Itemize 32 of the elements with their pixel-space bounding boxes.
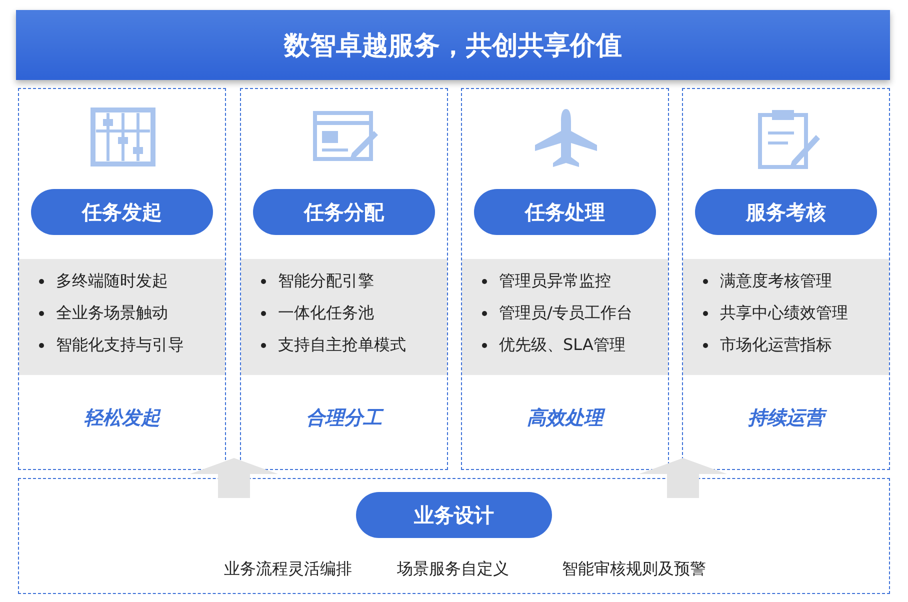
bullet-item: 市场化运营指标: [703, 335, 832, 356]
bullet-item: 智能化支持与引导: [39, 335, 184, 356]
column-panel: [682, 88, 890, 470]
column-panel: [461, 88, 669, 470]
bullet-item: 共享中心绩效管理: [703, 303, 848, 324]
bullet-item: 全业务场景触动: [39, 303, 168, 324]
column-panel: [240, 88, 448, 470]
bullet-item: 管理员异常监控: [482, 271, 611, 292]
design-panel: [18, 478, 890, 594]
bullet-item: 智能分配引擎: [261, 271, 374, 292]
feature-text: 智能审核规则及预警: [562, 559, 706, 580]
category-pill: 任务分配: [253, 189, 435, 235]
bullet-item: 支持自主抢单模式: [261, 335, 406, 356]
category-pill: 任务发起: [31, 189, 213, 235]
bullet-item: 管理员/专员工作台: [482, 303, 632, 324]
category-pill: 服务考核: [695, 189, 877, 235]
block-arrow: [639, 458, 727, 498]
feature-text: 场景服务自定义: [397, 559, 509, 580]
block-arrow: [190, 458, 278, 498]
category-pill: 任务处理: [474, 189, 656, 235]
title-text: 数智卓越服务，共创共享价值: [282, 30, 623, 63]
category-pill: 业务设计: [356, 492, 552, 538]
tagline-text: 高效处理: [462, 405, 668, 431]
tagline-text: 合理分工: [305, 406, 385, 431]
bullet-item: 满意度考核管理: [703, 271, 832, 292]
bullet-item: 多终端随时发起: [39, 271, 168, 292]
bullet-item: 优先级、SLA管理: [482, 335, 626, 356]
column-panel: [18, 88, 226, 470]
tagline-text: 轻松发起: [83, 406, 162, 431]
bullet-item: 一体化任务池: [261, 303, 374, 324]
feature-text: 业务流程灵活编排: [224, 559, 352, 580]
tagline-text: 持续运营: [683, 405, 889, 431]
